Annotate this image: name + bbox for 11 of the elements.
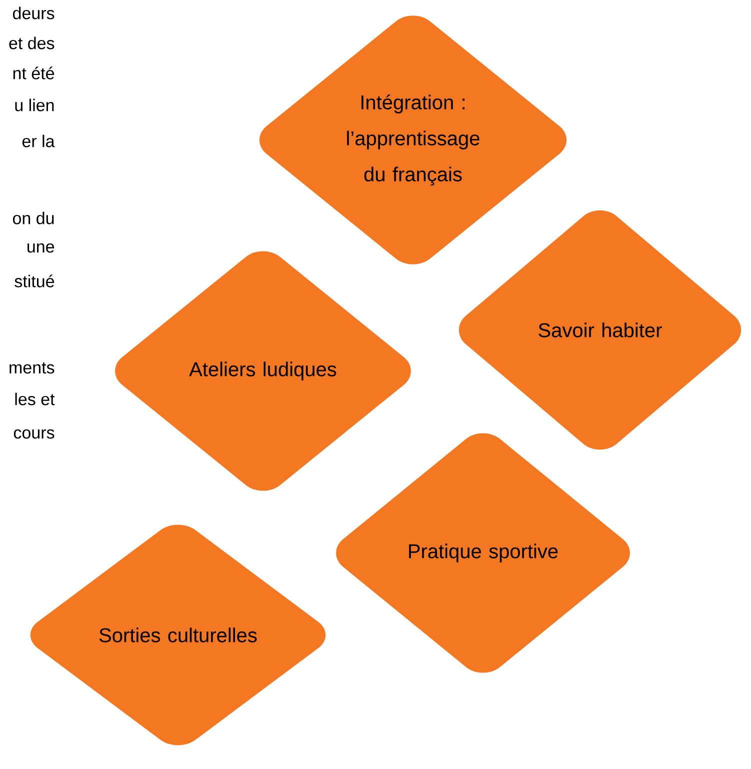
text-fragment: nt été [13,66,54,80]
text-fragment: cours [14,429,54,439]
text-fragment: ments [10,362,54,374]
text-fragment: on du [12,212,54,224]
text-fragment: deurs [13,6,54,20]
text-fragment: une [28,243,54,253]
text-fragment: et des [9,36,54,50]
text-fragment: u lien [15,98,54,112]
text-fragment: stitué [14,274,54,288]
text-fragment: les et [15,392,55,406]
text-fragment: er la [22,134,55,148]
